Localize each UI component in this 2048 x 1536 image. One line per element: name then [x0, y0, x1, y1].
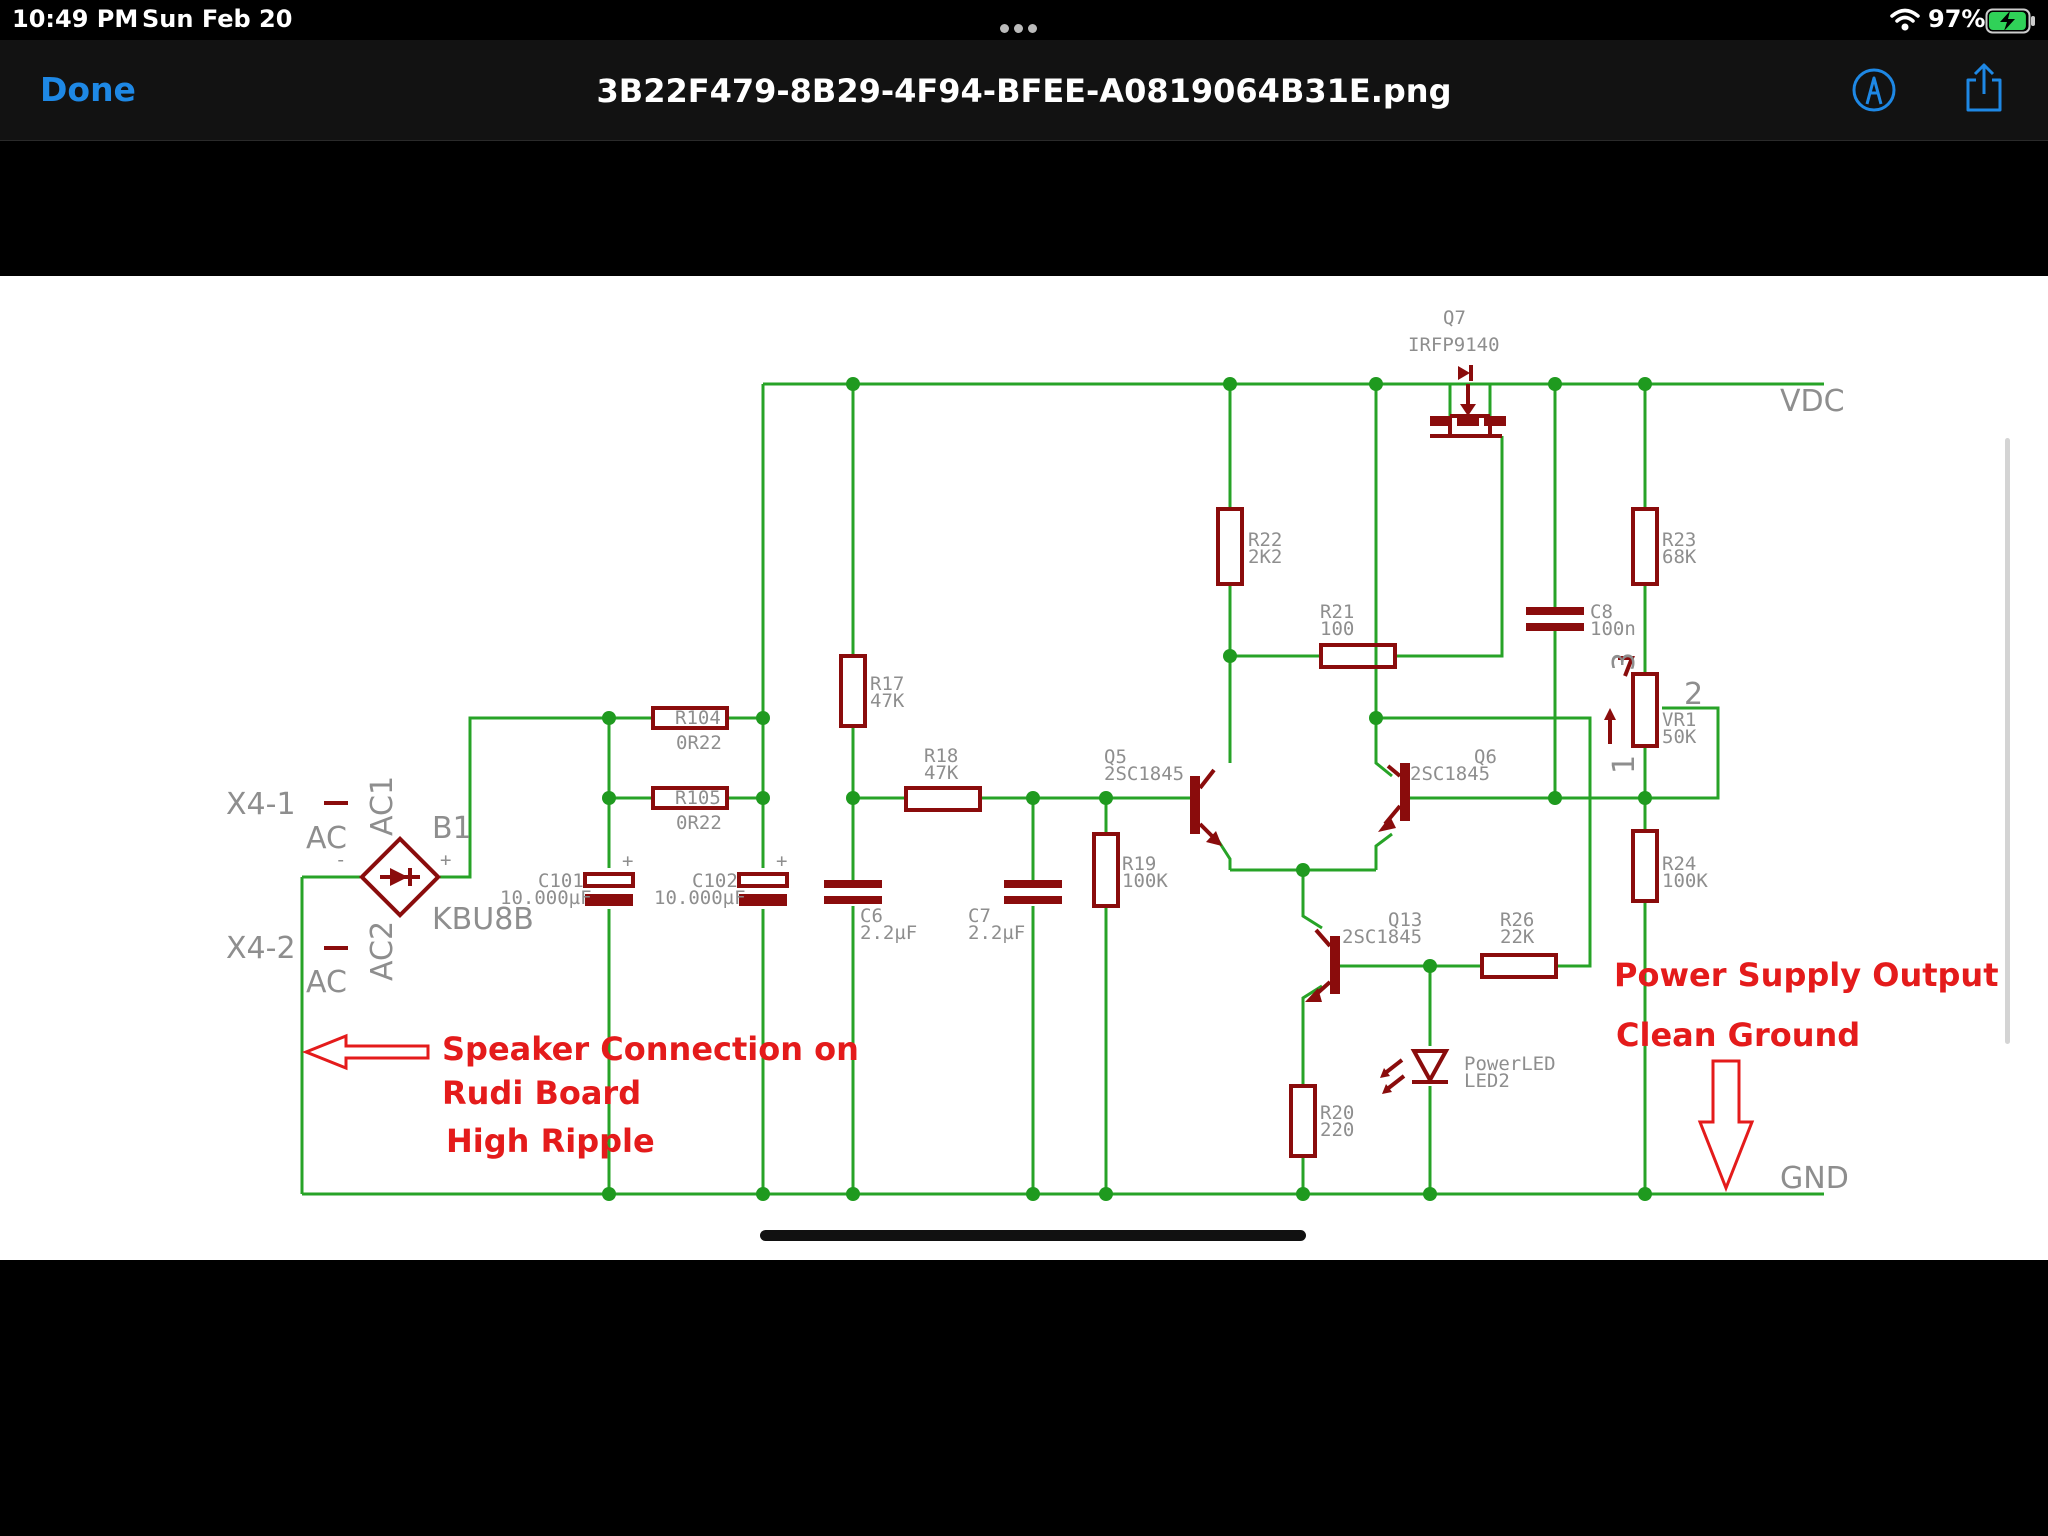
label-ac-2: AC	[306, 965, 347, 1000]
label-r18: R18	[924, 745, 958, 767]
note-power-supply-output: Power Supply Output	[1614, 956, 1999, 994]
home-indicator[interactable]	[760, 1230, 1306, 1241]
value-q13: 2SC1845	[1342, 926, 1422, 948]
value-r21: 100	[1320, 618, 1354, 640]
nav-bar: Done 3B22F479-8B29-4F94-BFEE-A0819064B31…	[0, 40, 2048, 141]
schematic-labels: VDC GND X4-1 AC X4-2 AC B1 KBU8B AC1 AC2…	[226, 307, 1849, 1196]
value-r22: 2K2	[1248, 546, 1282, 568]
label-r21: R21	[1320, 601, 1354, 623]
wires	[300, 382, 1824, 1196]
label-r105: R105	[675, 787, 721, 809]
note-speaker-line1: Speaker Connection on	[442, 1030, 859, 1068]
label-r19: R19	[1122, 853, 1156, 875]
value-c101: 10.000µF	[500, 887, 592, 909]
label-c7: C7	[968, 905, 991, 927]
value-vr1: 50K	[1662, 726, 1697, 748]
components	[324, 365, 1659, 1158]
value-r24: 100K	[1662, 870, 1708, 892]
label-vr1-pin2: 2	[1684, 677, 1703, 712]
battery-charging-icon	[1985, 8, 2035, 34]
label-bridge-plus: +	[440, 849, 451, 871]
label-q5: Q5	[1104, 746, 1127, 768]
label-ac2: AC2	[365, 921, 400, 981]
value-r17: 47K	[870, 690, 905, 712]
note-clean-ground: Clean Ground	[1616, 1016, 1860, 1054]
status-date: Sun Feb 20	[142, 5, 293, 33]
label-c102-plus: +	[776, 850, 787, 872]
label-c8: C8	[1590, 601, 1613, 623]
label-bridge-minus: -	[335, 849, 346, 871]
label-vr1: VR1	[1662, 709, 1696, 731]
value-c6: 2.2µF	[860, 922, 917, 944]
label-vr1-pin3: 3	[1607, 652, 1642, 671]
status-bar: 10:49 PM Sun Feb 20 97%	[0, 0, 2048, 40]
scroll-indicator[interactable]	[2005, 438, 2010, 1044]
label-ac1: AC1	[365, 776, 400, 836]
label-r104: R104	[675, 707, 721, 729]
label-r23: R23	[1662, 529, 1696, 551]
label-c102: C102	[692, 870, 738, 892]
value-q7: IRFP9140	[1408, 334, 1500, 356]
label-r17: R17	[870, 673, 904, 695]
label-kbu8b: KBU8B	[432, 902, 534, 937]
file-title: 3B22F479-8B29-4F94-BFEE-A0819064B31E.png	[596, 72, 1452, 110]
down-arrow-icon	[1697, 1059, 1755, 1193]
note-speaker-line3: High Ripple	[446, 1122, 655, 1160]
label-vr1-pin1: 1	[1607, 755, 1642, 774]
label-led2: LED2	[1464, 1070, 1510, 1092]
status-time: 10:49 PM	[12, 5, 139, 33]
label-r24: R24	[1662, 853, 1696, 875]
annotations: Speaker Connection on Rudi Board High Ri…	[301, 956, 1999, 1193]
label-r22: R22	[1248, 529, 1282, 551]
multitask-dots-icon[interactable]	[1000, 18, 1048, 33]
share-icon[interactable]	[1962, 62, 2006, 114]
label-q7: Q7	[1443, 307, 1466, 329]
note-speaker-line2: Rudi Board	[442, 1074, 641, 1112]
wifi-icon	[1890, 8, 1920, 31]
value-r104: 0R22	[676, 732, 722, 754]
label-c6: C6	[860, 905, 883, 927]
label-gnd: GND	[1780, 1161, 1849, 1196]
label-ac-1: AC	[306, 821, 347, 856]
value-led2: PowerLED	[1464, 1053, 1556, 1075]
label-r26: R26	[1500, 909, 1534, 931]
value-r26: 22K	[1500, 926, 1535, 948]
label-x4-1: X4-1	[226, 787, 296, 822]
left-arrow-icon	[301, 1033, 430, 1071]
value-r18: 47K	[924, 762, 959, 784]
value-q5: 2SC1845	[1104, 763, 1184, 785]
junction-dots	[602, 377, 1652, 1201]
value-r20: 220	[1320, 1119, 1354, 1141]
value-r105: 0R22	[676, 812, 722, 834]
label-q13: Q13	[1388, 909, 1422, 931]
label-c101-plus: +	[622, 850, 633, 872]
label-c101: C101	[538, 870, 584, 892]
label-r20: R20	[1320, 1102, 1354, 1124]
value-r23: 68K	[1662, 546, 1697, 568]
label-x4-2: X4-2	[226, 931, 296, 966]
image-viewer[interactable]: VDC GND X4-1 AC X4-2 AC B1 KBU8B AC1 AC2…	[0, 276, 2048, 1260]
battery-percent: 97%	[1928, 5, 1986, 33]
label-b1: B1	[432, 811, 472, 846]
label-q6: Q6	[1474, 746, 1497, 768]
value-c7: 2.2µF	[968, 922, 1025, 944]
value-r19: 100K	[1122, 870, 1168, 892]
value-c102: 10.000µF	[654, 887, 746, 909]
power-supply-schematic: VDC GND X4-1 AC X4-2 AC B1 KBU8B AC1 AC2…	[226, 307, 1999, 1201]
label-vdc: VDC	[1780, 384, 1845, 419]
value-q6: 2SC1845	[1410, 763, 1490, 785]
value-c8: 100n	[1590, 618, 1636, 640]
done-button[interactable]: Done	[40, 70, 136, 109]
markup-pen-icon[interactable]	[1850, 66, 1898, 114]
